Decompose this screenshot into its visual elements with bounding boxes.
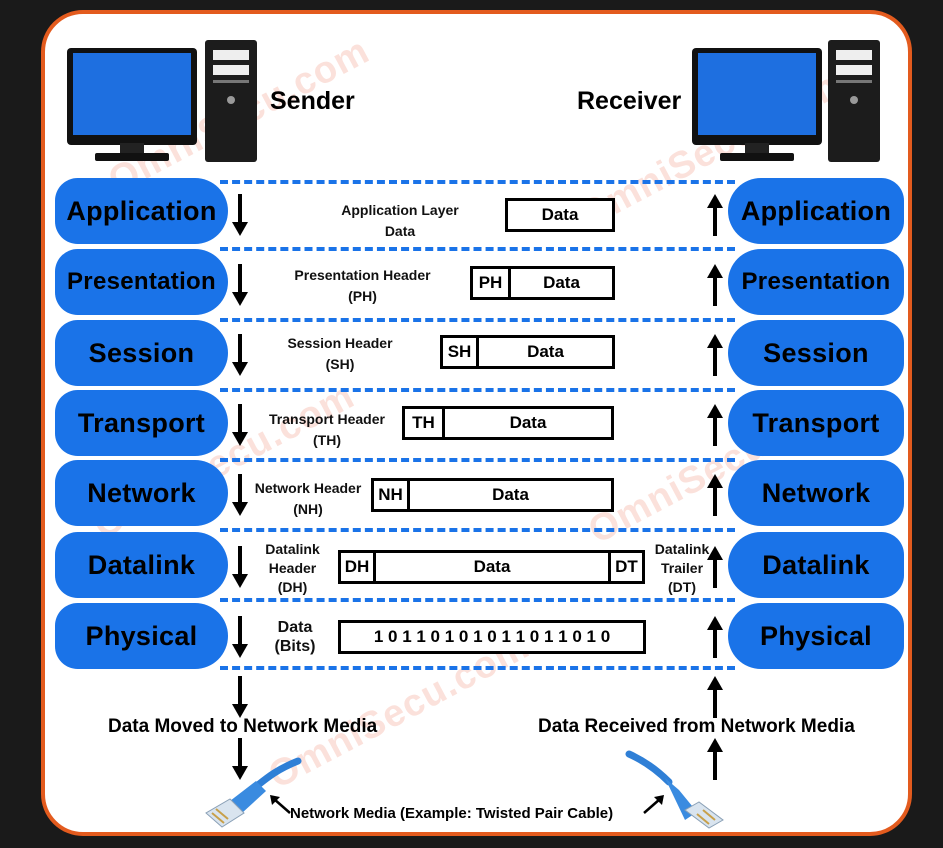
application-label-line1: Application Layer — [341, 202, 459, 218]
sender-layer-datalink: Datalink — [55, 532, 228, 598]
presentation-header-label: Presentation Header (PH) — [280, 265, 445, 307]
arrow-down-icon — [232, 546, 248, 588]
datalink-trailer-line1: Datalink — [654, 541, 710, 557]
dh-segment: DH — [341, 553, 376, 581]
sender-layer-presentation: Presentation — [55, 249, 228, 315]
datalink-frame-box: DH Data DT — [338, 550, 645, 584]
transport-header-label: Transport Header (TH) — [252, 409, 402, 451]
transport-label-line2: (TH) — [313, 432, 341, 448]
transport-label-line1: Transport Header — [269, 411, 385, 427]
presentation-data-box: PH Data — [470, 266, 615, 300]
arrow-up-icon — [707, 616, 723, 658]
arrow-up-icon — [707, 738, 723, 780]
network-data-box: NH Data — [371, 478, 614, 512]
network-header-label: Network Header (NH) — [248, 478, 368, 520]
layer-divider — [220, 458, 735, 462]
session-header-label: Session Header (SH) — [280, 333, 400, 375]
receiver-computer-icon — [692, 40, 880, 162]
network-label-line1: Network Header — [254, 480, 362, 496]
physical-label-line1: Data — [277, 619, 313, 636]
arrow-down-icon — [232, 334, 248, 376]
layer-divider — [220, 666, 735, 670]
sent-caption: Data Moved to Network Media — [108, 716, 378, 737]
datalink-header-line3: (DH) — [277, 579, 308, 595]
ethernet-cable-icon — [625, 750, 724, 829]
sender-layer-transport: Transport — [55, 390, 228, 456]
arrow-down-icon — [232, 264, 248, 306]
sender-layer-application: Application — [55, 178, 228, 244]
presentation-label-line2: (PH) — [348, 288, 377, 304]
sender-layer-network: Network — [55, 460, 228, 526]
datalink-trailer-line2: Trailer — [660, 560, 704, 576]
layer-divider — [220, 318, 735, 322]
data-segment: Data — [509, 413, 547, 432]
transport-data-box: TH Data — [402, 406, 614, 440]
physical-label-line2: (Bits) — [274, 638, 316, 655]
layer-divider — [220, 180, 735, 184]
receiver-layer-application: Application — [728, 178, 904, 244]
data-segment: Data — [543, 273, 580, 292]
receiver-layer-transport: Transport — [728, 390, 904, 456]
receiver-layer-network: Network — [728, 460, 904, 526]
physical-bits-box: 1 0 1 1 0 1 0 1 0 1 1 0 1 1 0 1 0 — [338, 620, 646, 654]
layer-divider — [220, 247, 735, 251]
arrow-up-icon — [707, 334, 723, 376]
th-segment: TH — [405, 409, 445, 437]
physical-bits-label: Data (Bits) — [262, 618, 328, 656]
datalink-header-line1: Datalink — [265, 541, 320, 557]
pointer-arrow-icon — [270, 795, 291, 814]
arrow-down-icon — [232, 738, 248, 780]
arrow-down-icon — [232, 616, 248, 658]
receiver-layer-session: Session — [728, 320, 904, 386]
arrow-down-icon — [232, 676, 248, 718]
datalink-header-label: Datalink Header (DH) — [255, 540, 330, 597]
arrow-down-icon — [232, 474, 248, 516]
datalink-header-line2: Header — [268, 560, 317, 576]
sender-layer-session: Session — [55, 320, 228, 386]
nh-segment: NH — [374, 481, 410, 509]
application-data-box: Data — [505, 198, 615, 232]
arrow-down-icon — [232, 404, 248, 446]
received-caption: Data Received from Network Media — [538, 716, 855, 737]
layer-divider — [220, 388, 735, 392]
ethernet-cable-icon — [205, 757, 302, 828]
data-segment: Data — [527, 342, 564, 361]
session-label-line2: (SH) — [325, 356, 355, 372]
session-label-line1: Session Header — [287, 335, 393, 351]
session-data-box: SH Data — [440, 335, 615, 369]
application-header-label: Application Layer Data — [325, 200, 475, 242]
arrow-down-icon — [232, 194, 248, 236]
network-label-line2: (NH) — [293, 501, 323, 517]
arrow-up-icon — [707, 676, 723, 718]
arrow-up-icon — [707, 194, 723, 236]
sender-layer-physical: Physical — [55, 603, 228, 669]
data-segment: Data — [473, 557, 511, 576]
data-segment: Data — [541, 205, 579, 224]
ph-segment: PH — [473, 269, 511, 297]
dt-segment: DT — [608, 553, 642, 581]
sender-title: Sender — [270, 87, 355, 115]
receiver-layer-physical: Physical — [728, 603, 904, 669]
layer-divider — [220, 528, 735, 532]
pointer-arrow-icon — [643, 795, 664, 814]
receiver-layer-presentation: Presentation — [728, 249, 904, 315]
arrow-up-icon — [707, 264, 723, 306]
datalink-trailer-line3: (DT) — [668, 579, 696, 595]
receiver-title: Receiver — [577, 87, 682, 115]
bit-stream: 1 0 1 1 0 1 0 1 0 1 1 0 1 1 0 1 0 — [373, 627, 611, 646]
media-caption: Network Media (Example: Twisted Pair Cab… — [290, 805, 614, 822]
layer-divider — [220, 598, 735, 602]
sh-segment: SH — [443, 338, 479, 366]
datalink-trailer-label: Datalink Trailer (DT) — [646, 540, 718, 597]
application-label-line2: Data — [384, 223, 416, 239]
sender-computer-icon — [67, 40, 257, 162]
arrow-up-icon — [707, 474, 723, 516]
arrow-up-icon — [707, 546, 723, 588]
data-segment: Data — [492, 485, 529, 504]
arrow-up-icon — [707, 404, 723, 446]
presentation-label-line1: Presentation Header — [294, 267, 431, 283]
receiver-layer-datalink: Datalink — [728, 532, 904, 598]
